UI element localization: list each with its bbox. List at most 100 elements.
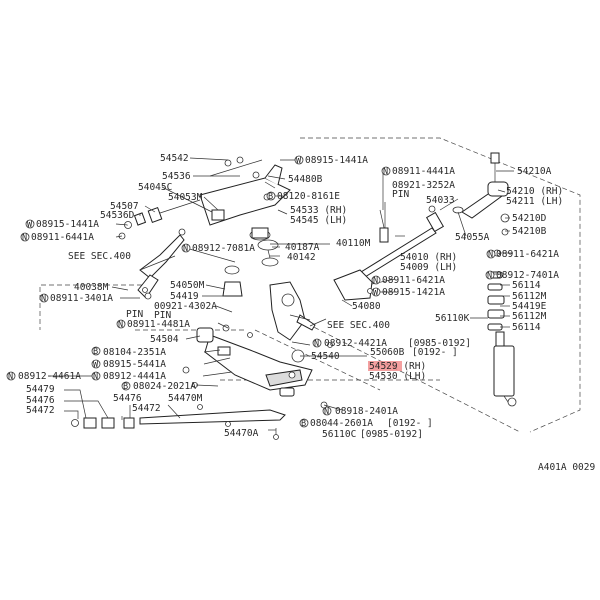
marker-b: B — [268, 192, 273, 202]
label-54545-lh: 54545 (LH) — [290, 215, 347, 226]
label-54529-rh: 54529 (RH) — [369, 361, 426, 372]
label-54080: 54080 — [352, 301, 381, 312]
label-56114-b: 56114 — [512, 322, 541, 333]
label-54504: 54504 — [150, 334, 179, 345]
label-54476-b: 54476 — [113, 393, 142, 404]
label-54055A: 54055A — [455, 232, 490, 243]
label-54479: 54479 — [26, 384, 55, 395]
label-54033: 54033 — [426, 195, 455, 206]
label-54211-lh: 54211 (LH) — [506, 196, 563, 207]
label-54470A: 54470A — [224, 428, 259, 439]
label-08912-4421A-range: [0985-0192] — [408, 338, 471, 349]
compression-rod — [71, 387, 295, 440]
label-pin-3: PIN — [392, 189, 409, 200]
label-56112M-a: 56112M — [512, 291, 547, 302]
label-56110K: 56110K — [435, 313, 470, 324]
rubber-bumper — [222, 265, 243, 297]
label-54050M: 54050M — [170, 280, 205, 291]
marker-n: N — [373, 276, 378, 286]
label-54536D: 54536D — [100, 210, 135, 221]
marker-n: N — [314, 339, 319, 349]
label-54480B: 54480B — [288, 174, 323, 185]
label-08044-range: [0192- ] — [387, 418, 433, 429]
upper-shaft-bushings — [118, 199, 225, 240]
marker-n: N — [488, 250, 493, 260]
label-see-sec-400-mid: SEE SEC.400 — [327, 320, 390, 331]
figure-code: A401A 0029 — [538, 462, 595, 473]
label-08912-7081A: 08912-7081A — [192, 243, 255, 254]
label-54210B: 54210B — [512, 226, 547, 237]
label-56114-a: 56114 — [512, 280, 541, 291]
stabilizer-bracket — [137, 228, 186, 300]
label-54533-rh: 54533 (RH) — [290, 205, 347, 216]
label-08120-8161E: 08120-8161E — [277, 191, 340, 202]
marker-n: N — [324, 407, 329, 417]
label-40110M: 40110M — [336, 238, 371, 249]
label-08104-2351A: 08104-2351A — [103, 347, 166, 358]
label-55060B-range: [0192- ] — [412, 347, 458, 358]
label-08921-3252A: 08921-3252A — [392, 180, 455, 191]
label-08911-4441A: 08911-4441A — [392, 166, 455, 177]
label-see-sec-400-left: SEE SEC.400 — [68, 251, 131, 262]
label-40142: 40142 — [287, 252, 316, 263]
label-54210-rh: 54210 (RH) — [506, 186, 563, 197]
label-54010-rh: 54010 (RH) — [400, 252, 457, 263]
part-labels: 54542 08915-1441A 54536 54480B 54045C 08… — [18, 153, 595, 473]
label-54210A: 54210A — [517, 166, 552, 177]
label-54476-a: 54476 — [26, 395, 55, 406]
marker-n: N — [22, 233, 27, 243]
label-08915-1441A-left: 08915-1441A — [36, 219, 99, 230]
highlight-54529 — [368, 361, 402, 371]
torsion-bar — [333, 205, 445, 301]
label-55060B: 55060B — [370, 347, 405, 358]
label-08911-3401A: 08911-3401A — [50, 293, 113, 304]
marker-n: N — [8, 372, 13, 382]
label-08915-1441A-top: 08915-1441A — [305, 155, 368, 166]
label-56110C: 56110C — [322, 429, 356, 440]
label-54470M: 54470M — [168, 393, 203, 404]
marker-letters: W B W N N N N B W N N B B N N N N W N N — [8, 156, 493, 429]
lower-control-arm — [196, 327, 313, 391]
label-08024-2021A: 08024-2021A — [133, 381, 196, 392]
label-54210D: 54210D — [512, 213, 547, 224]
label-56110C-range: [0985-0192] — [360, 429, 423, 440]
label-08912-4421A: 08912-4421A — [324, 338, 387, 349]
marker-n: N — [383, 167, 388, 177]
label-54045C: 54045C — [138, 182, 172, 193]
leader-lines — [48, 157, 514, 431]
marker-b: B — [93, 347, 98, 357]
label-08044-2601A: 08044-2601A — [310, 418, 373, 429]
marker-n: N — [118, 320, 123, 330]
label-pin-2: PIN — [154, 310, 171, 321]
label-56112M-b: 56112M — [512, 311, 547, 322]
label-08915-1421A: 08915-1421A — [382, 287, 445, 298]
label-08911-6421A-mid: 08911-6421A — [382, 275, 445, 286]
label-54536: 54536 — [162, 171, 191, 182]
label-08911-6421A-right: 08911-6421A — [496, 249, 559, 260]
marker-n: N — [41, 294, 46, 304]
steering-knuckle — [257, 239, 316, 341]
marker-n: N — [93, 372, 98, 382]
marker-b: B — [301, 419, 306, 429]
label-54009-lh: 54009 (LH) — [400, 262, 457, 273]
marker-circles — [6, 155, 496, 428]
label-54472-a: 54472 — [26, 405, 55, 416]
label-54507: 54507 — [110, 201, 139, 212]
label-54419E: 54419E — [512, 301, 547, 312]
label-54419: 54419 — [170, 291, 199, 302]
torsion-anchor-arm — [452, 152, 510, 257]
label-08912-4441A-mid: 08912-4441A — [103, 371, 166, 382]
marker-w: W — [93, 360, 99, 370]
label-08911-4481A: 08911-4481A — [127, 319, 190, 330]
label-08911-6441A: 08911-6441A — [31, 232, 94, 243]
marker-n: N — [487, 271, 492, 281]
label-00921-4302A: 00921-4302A — [154, 301, 217, 312]
label-40187A: 40187A — [285, 242, 320, 253]
label-pin-1: PIN — [126, 309, 143, 320]
label-54530-lh: 54530 (LH) — [369, 371, 426, 382]
label-08912-4461A: 08912-4461A — [18, 371, 81, 382]
marker-w: W — [373, 288, 379, 298]
label-54053M: 54053M — [168, 192, 203, 203]
label-08915-5441A: 08915-5441A — [103, 359, 166, 370]
